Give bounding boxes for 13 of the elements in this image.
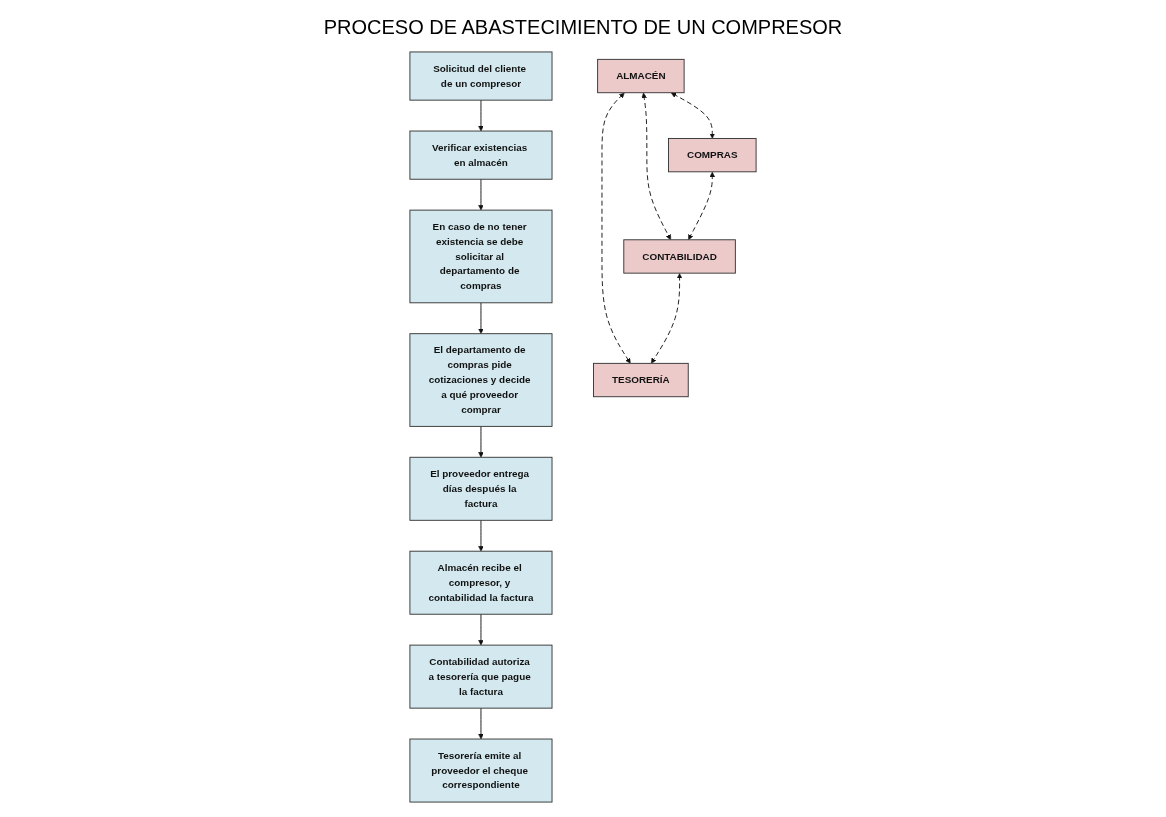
node-box: Almacén recibe el compresor, y contabilidad la factura [409, 550, 553, 615]
node-box: Verificar existencias en almacén [409, 130, 553, 180]
node-box: COMPRAS [668, 138, 757, 173]
node-box: El departamento de compras pide cotizaciones y decide a qué proveedor comprar [409, 333, 553, 427]
node-box: CONTABILIDAD [623, 239, 736, 274]
node-box: Contabilidad autoriza a tesorería que pague la factura [409, 644, 553, 709]
node-box: Solicitud del cliente de un compresor [409, 51, 553, 101]
node-box: El proveedor entrega días después la factura [409, 456, 553, 521]
node-box: TESORERÍA [593, 362, 689, 398]
node-box: En caso de no tener existencia se debe solicitar al departamento de compras [409, 209, 553, 304]
node-box: Tesorería emite al proveedor el cheque correspondiente [409, 738, 553, 803]
diagram-title: PROCESO DE ABASTECIMIENTO DE UN COMPRESOR [323, 16, 843, 39]
node-box: ALMACÉN [597, 58, 685, 94]
